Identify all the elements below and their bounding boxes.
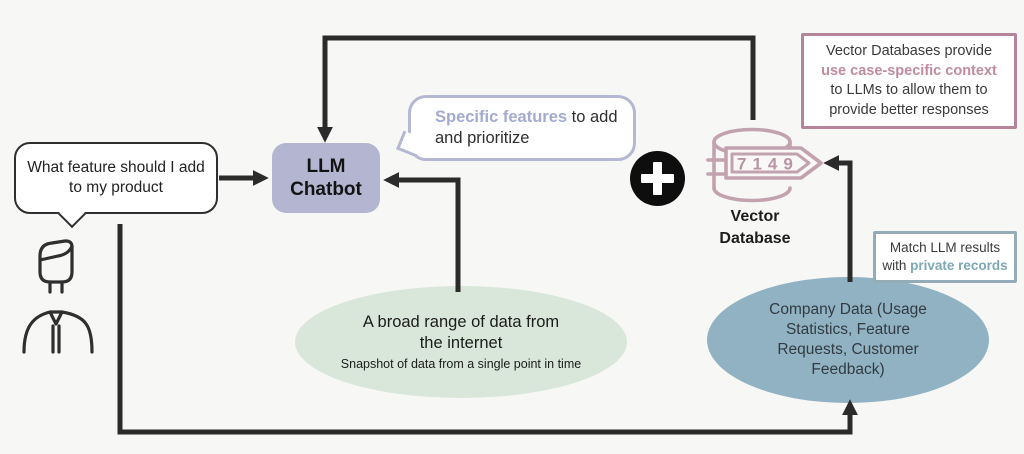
match-note-line2-prefix: with <box>882 258 911 274</box>
internet-data-ellipse: A broad range of data from the internet … <box>295 286 627 398</box>
speech-tail-icon <box>396 130 424 158</box>
llm-chatbot-label-line2: Chatbot <box>290 179 362 200</box>
match-note: Match LLM results with private records <box>873 231 1017 284</box>
vector-db-note-line1: Vector Databases provide <box>825 43 993 59</box>
internet-data-title: A broad range of data from the internet <box>362 313 560 352</box>
vector-database-label: Vector Database <box>719 208 791 247</box>
match-note-accent: private records <box>910 258 1008 274</box>
company-data-text: Company Data (Usage Statistics, Feature … <box>769 300 927 379</box>
vector-tag-digits: 7149 <box>737 155 799 174</box>
llm-response-bubble: Specific features to add and prioritize <box>396 95 636 161</box>
match-note-line1: Match LLM results <box>889 240 1001 255</box>
llm-chatbot-node: LLM Chatbot <box>272 143 380 213</box>
person-icon <box>22 239 94 354</box>
vector-db-note-accent: use case-specific context <box>821 62 997 79</box>
user-query-bubble: What feature should I add to my product <box>14 142 218 229</box>
arrow-internet-to-llm <box>383 171 461 292</box>
plus-icon <box>630 151 685 206</box>
llm-response-accent: Specific features <box>435 107 568 126</box>
internet-data-subtitle: Snapshot of data from a single point in … <box>340 356 582 371</box>
llm-chatbot-label-line1: LLM <box>306 155 346 177</box>
vector-db-note-line3: to LLMs to allow them to <box>830 82 988 99</box>
vector-db-note-line4: provide better responses <box>829 101 989 118</box>
user-query-text: What feature should I add to my product <box>27 159 205 196</box>
company-data-ellipse: Company Data (Usage Statistics, Feature … <box>707 277 989 403</box>
vector-db-note: Vector Databases provide use case-specif… <box>801 33 1017 130</box>
vector-database-icon: 7149 <box>706 127 823 203</box>
vector-tag-icon: 7149 <box>724 146 823 180</box>
speech-tail-icon <box>57 199 87 229</box>
arrow-company-to-vectordb <box>823 154 853 282</box>
